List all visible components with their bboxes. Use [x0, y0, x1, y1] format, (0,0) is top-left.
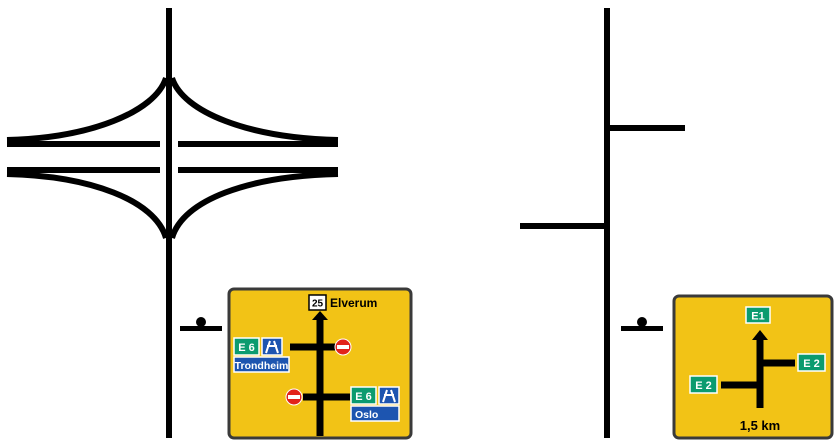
route-e1-label: E1 [751, 311, 764, 323]
route-e6-upper-label: E 6 [238, 342, 255, 354]
ramp-top-right [169, 76, 339, 143]
ramp-bottom-left [6, 171, 169, 240]
sign-background-right [672, 294, 834, 440]
left-interchange-diagram [6, 8, 339, 438]
arrow-up-icon [312, 311, 328, 320]
destination-elverum: Elverum [330, 296, 377, 310]
route-e2-shield-right [797, 353, 826, 372]
route-e1-shield [745, 306, 771, 324]
right-junction-diagram [520, 8, 685, 438]
route-e2-right-label: E 2 [803, 358, 820, 370]
destination-trondheim: Trondheim [235, 360, 289, 372]
route-25-shield [308, 294, 327, 311]
no-entry-icon-upper [334, 338, 352, 356]
position-marker-left [180, 317, 222, 331]
ramp-bottom-right [169, 171, 339, 239]
route-25-number: 25 [312, 299, 324, 310]
route-e6-lower-label: E 6 [355, 391, 372, 403]
distance-label: 1,5 km [740, 418, 780, 433]
destination-oslo: Oslo [355, 409, 378, 421]
route-e2-shield-left [689, 375, 718, 394]
arrow-up-icon-right [752, 330, 768, 340]
destination-box-trondheim [233, 356, 290, 373]
motorway-icon-upper [261, 337, 283, 356]
position-marker-right [621, 317, 663, 331]
ramp-top-left [6, 76, 169, 143]
right-direction-sign: E1 E 2 E 2 1,5 km [672, 294, 834, 440]
no-entry-icon-lower [285, 388, 303, 406]
destination-box-oslo [350, 405, 400, 422]
route-e6-shield-lower [350, 386, 377, 405]
left-direction-sign: 25 Elverum E 6 Trondheim [227, 287, 413, 440]
route-e6-shield-upper [233, 337, 260, 356]
motorway-icon-lower [378, 386, 400, 405]
route-e2-left-label: E 2 [695, 380, 712, 392]
